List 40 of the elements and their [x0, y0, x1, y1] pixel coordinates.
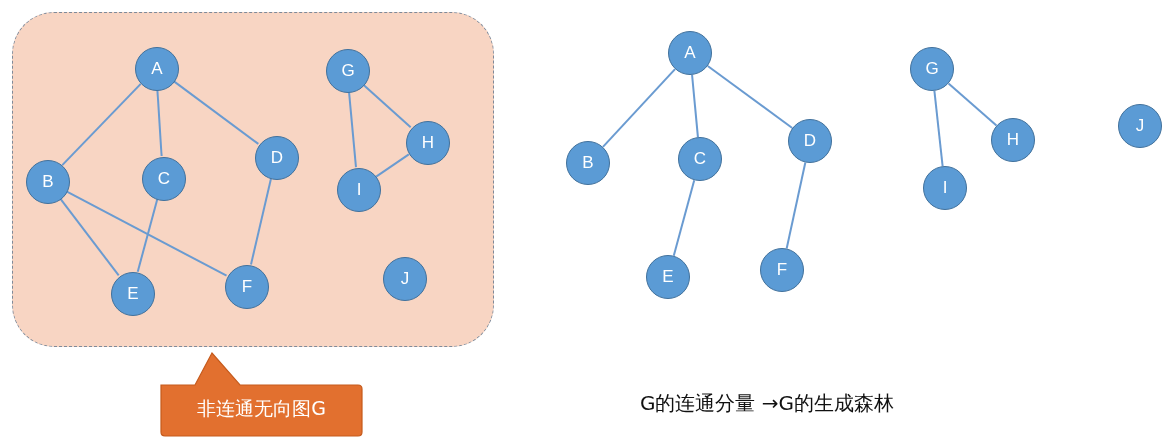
edge-line — [672, 179, 696, 257]
edge-line — [65, 190, 228, 277]
edge-line — [250, 177, 272, 266]
graph-node: B — [26, 160, 70, 204]
edge-line — [947, 82, 998, 127]
graph-node: E — [646, 255, 690, 299]
edge-line — [933, 89, 944, 168]
graph-node: A — [668, 31, 712, 75]
edge-line — [136, 198, 159, 273]
edge-line — [348, 90, 357, 169]
graph-node: F — [225, 265, 269, 309]
edge-line — [172, 80, 260, 145]
graph-node: C — [142, 157, 186, 201]
graph-node: A — [135, 47, 179, 91]
edge-line — [601, 68, 677, 148]
graph-node: J — [383, 257, 427, 301]
graph-node: F — [760, 248, 804, 292]
caption-text: G的连通分量 →G的生成森林 — [640, 390, 895, 417]
graph-node: C — [678, 137, 722, 181]
graph-node: J — [1118, 104, 1162, 148]
graph-node: H — [406, 121, 450, 165]
graph-node: D — [788, 119, 832, 163]
callout-box: 非连通无向图G — [160, 352, 363, 437]
edge-line — [785, 161, 807, 250]
region-box — [12, 12, 494, 347]
graph-node: H — [991, 118, 1035, 162]
edge-line — [362, 83, 412, 129]
edge-line — [61, 82, 142, 167]
graph-node: B — [566, 141, 610, 185]
graph-node: I — [923, 166, 967, 210]
graph-node: G — [910, 47, 954, 91]
graph-node: G — [326, 49, 370, 93]
edge-line — [691, 73, 699, 139]
edge-line — [156, 88, 163, 158]
edge-line — [375, 153, 410, 178]
edge-line — [706, 65, 794, 129]
edge-line — [59, 197, 120, 277]
graph-node: I — [337, 168, 381, 212]
graph-node: D — [255, 136, 299, 180]
graph-node: E — [111, 272, 155, 316]
